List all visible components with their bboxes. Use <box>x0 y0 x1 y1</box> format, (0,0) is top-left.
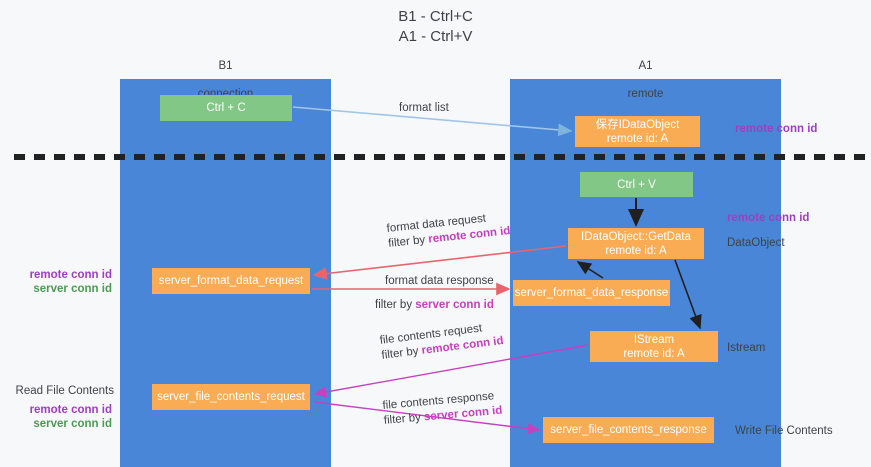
node-server-file-contents-request[interactable]: server_file_contents_request <box>152 384 310 410</box>
edge-label-format-data-response: format data response <box>385 275 494 287</box>
node-server-file-contents-request-label: server_file_contents_request <box>157 391 305 403</box>
node-istream-line1: IStream <box>633 333 675 346</box>
side-label-write-file-contents: Write File Contents <box>735 425 833 437</box>
edge-label-format-data-request-group: format data request filter by remote con… <box>386 209 511 252</box>
side-label-read-file-contents: Read File Contents <box>15 385 114 397</box>
node-server-format-data-response[interactable]: server_format_data_response <box>513 280 670 306</box>
side-label-server-conn-id-left-1: server conn id <box>33 283 112 295</box>
side-label-dataobject: DataObject <box>727 237 785 249</box>
swimlane-a1-subtitle: remote <box>627 88 664 100</box>
node-server-file-contents-response-label: server_file_contents_response <box>550 424 707 436</box>
page-title: B1 - Ctrl+C A1 - Ctrl+V <box>398 8 473 45</box>
filter-prefix-3: filter by <box>380 344 423 362</box>
edge-label-format-data-response-filter: filter by server conn id <box>375 298 494 312</box>
side-label-remote-conn-id-left-2: remote conn id <box>29 404 112 416</box>
side-label-remote-conn-id-top: remote conn id <box>735 123 818 135</box>
swimlane-b1-title: B1 <box>218 60 233 72</box>
node-ctrl-c[interactable]: Ctrl + C <box>160 95 292 121</box>
node-server-format-data-response-label: server_format_data_response <box>514 287 669 299</box>
node-server-format-data-request[interactable]: server_format_data_request <box>152 268 310 294</box>
side-label-remote-conn-id-mid: remote conn id <box>727 212 810 224</box>
node-idataobject-getdata-line1: IDataObject::GetData <box>581 230 691 243</box>
node-ctrl-v[interactable]: Ctrl + V <box>580 172 693 197</box>
swimlane-header-a1: A1 remote <box>510 45 781 101</box>
node-save-idataobject-line2: remote id: A <box>606 132 669 145</box>
node-idataobject-getdata[interactable]: IDataObject::GetData remote id: A <box>568 228 704 259</box>
node-istream[interactable]: IStream remote id: A <box>590 331 718 362</box>
node-idataobject-getdata-line2: remote id: A <box>605 244 667 257</box>
node-save-idataobject[interactable]: 保存IDataObject remote id: A <box>575 116 700 147</box>
swimlane-a1-title: A1 <box>638 60 653 72</box>
node-ctrl-c-label: Ctrl + C <box>206 102 246 114</box>
side-label-server-conn-id-left-2: server conn id <box>33 418 112 430</box>
edge-label-file-contents-request-group: file contents request filter by remote c… <box>379 319 504 364</box>
node-server-file-contents-response[interactable]: server_file_contents_response <box>543 417 714 443</box>
swimlane-header-b1: B1 connection <box>120 45 331 101</box>
filter-key-server-conn-id-1: server conn id <box>415 299 494 311</box>
edge-label-format-list: format list <box>399 102 449 114</box>
node-save-idataobject-line1: 保存IDataObject <box>595 118 680 131</box>
node-istream-line2: remote id: A <box>623 347 685 360</box>
edge-label-file-contents-response-group: file contents response filter by server … <box>382 389 503 429</box>
filter-prefix-2: filter by <box>375 299 416 311</box>
filter-prefix-4: filter by <box>383 411 425 427</box>
side-label-istream: Istream <box>727 342 766 354</box>
filter-prefix-1: filter by <box>387 233 429 250</box>
node-ctrl-v-label: Ctrl + V <box>617 178 656 191</box>
side-label-remote-conn-id-left-1: remote conn id <box>29 269 112 281</box>
node-server-format-data-request-label: server_format_data_request <box>158 275 304 287</box>
